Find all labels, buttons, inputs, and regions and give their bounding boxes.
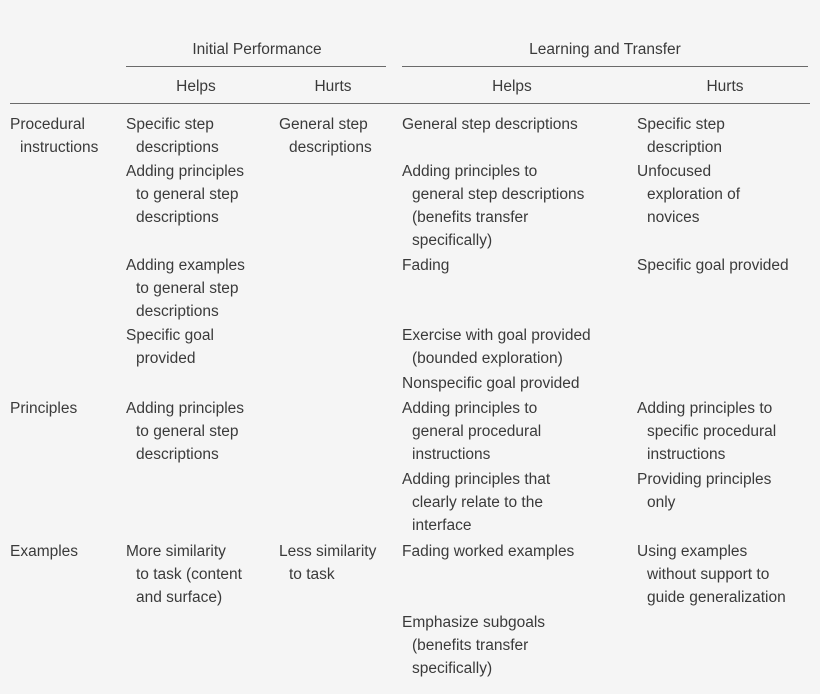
- entry: Fading: [402, 257, 450, 274]
- header-rule: [10, 103, 810, 104]
- subheader-ip-hurts: Hurts: [314, 78, 352, 95]
- row-label-examples: Examples: [10, 543, 79, 560]
- entry: Nonspecific goal provided: [402, 375, 580, 392]
- subheader-ip-helps: Helps: [176, 78, 216, 95]
- entry: Specific goal provided: [637, 257, 789, 274]
- subheader-lt-hurts: Hurts: [706, 78, 744, 95]
- group-header-learning-transfer: Learning and Transfer: [529, 41, 681, 58]
- row-label-principles: Principles: [10, 400, 78, 417]
- group-header-rule: [126, 66, 386, 67]
- group-header-initial-performance: Initial Performance: [192, 41, 322, 58]
- entry: Exercise with goal provided(bounded expl…: [402, 327, 591, 367]
- entry: General step descriptions: [402, 116, 578, 133]
- group-header-rule: [402, 66, 808, 67]
- subheader-lt-helps: Helps: [492, 78, 532, 95]
- entry: Fading worked examples: [402, 543, 575, 560]
